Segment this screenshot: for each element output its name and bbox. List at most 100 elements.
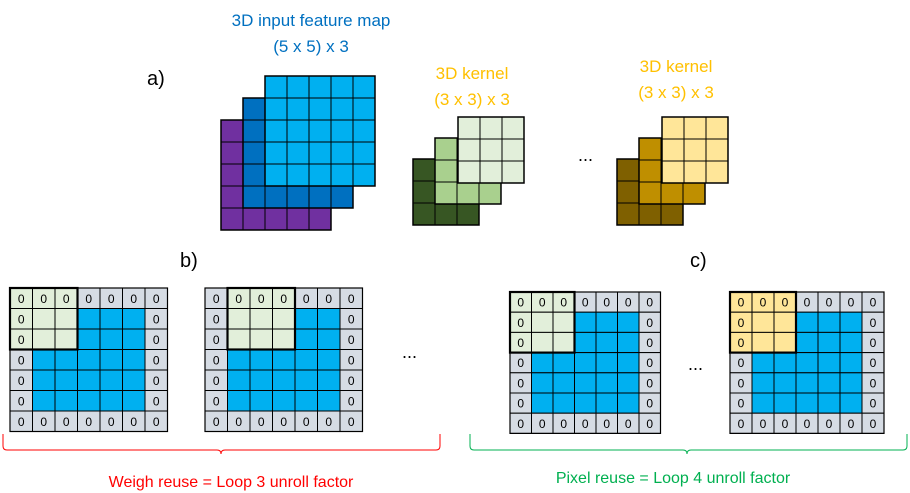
padding-zero: 0 (517, 356, 524, 370)
padding-zero: 0 (870, 417, 877, 431)
padding-zero: 0 (63, 415, 70, 429)
feature-cell (294, 349, 318, 371)
weight-reuse-caption: Weigh reuse = Loop 3 unroll factor (109, 474, 354, 491)
feature-cell (77, 369, 101, 391)
weight-reuse-ellipsis: ... (402, 342, 417, 362)
padding-zero: 0 (646, 316, 653, 330)
padding-zero: 0 (603, 417, 610, 431)
window-cell (272, 328, 296, 350)
feature-cell (574, 372, 597, 394)
padding-zero: 0 (213, 292, 220, 306)
window-cell (249, 328, 273, 350)
feature-cell (77, 349, 101, 371)
feature-cell (122, 390, 146, 412)
padding-zero: 0 (760, 296, 767, 310)
feature-cell (595, 352, 618, 374)
padding-zero: 0 (40, 292, 47, 306)
feature-cell (77, 328, 101, 350)
padding-zero: 0 (870, 316, 877, 330)
kernel-1-title-line1: 3D kernel (436, 64, 509, 83)
feature-cell (617, 311, 640, 333)
feature-cell (272, 349, 296, 371)
padding-zero: 0 (85, 415, 92, 429)
padding-zero: 0 (18, 312, 25, 326)
padding-zero: 0 (325, 292, 332, 306)
padding-zero: 0 (804, 417, 811, 431)
padding-zero: 0 (560, 296, 567, 310)
feature-cell (839, 311, 863, 333)
window-cell (552, 311, 575, 333)
feature-cell (617, 392, 640, 414)
padding-zero: 0 (646, 296, 653, 310)
feature-cell (272, 369, 296, 391)
feature-cell (249, 369, 273, 391)
green-kernel-layer-front (457, 116, 525, 184)
feature-cell (317, 328, 341, 350)
padding-zero: 0 (18, 333, 25, 347)
feature-cell (795, 372, 819, 394)
feature-cell (574, 352, 597, 374)
feature-cell (617, 372, 640, 394)
feature-cell (32, 349, 56, 371)
feature-cell (773, 352, 797, 374)
window-cell (32, 328, 56, 350)
padding-zero: 0 (738, 417, 745, 431)
padded-map-outline (9, 287, 169, 433)
feature-cell (122, 349, 146, 371)
padding-zero: 0 (738, 397, 745, 411)
padding-zero: 0 (646, 356, 653, 370)
window-cell (751, 311, 775, 333)
window-cell (227, 308, 251, 330)
label-c: c) (690, 250, 707, 272)
feature-cell (249, 390, 273, 412)
padding-zero: 0 (213, 312, 220, 326)
padding-zero: 0 (348, 415, 355, 429)
padded-map-outline (509, 291, 662, 434)
window-cell (773, 311, 797, 333)
feature-cell (595, 331, 618, 354)
padding-zero: 0 (517, 397, 524, 411)
padding-zero: 0 (213, 394, 220, 408)
window-cell (54, 328, 78, 350)
padding-zero: 0 (130, 415, 137, 429)
padding-zero: 0 (782, 417, 789, 431)
padding-zero: 0 (348, 353, 355, 367)
padding-zero: 0 (130, 292, 137, 306)
window-cell (531, 311, 554, 333)
feature-cell (317, 349, 341, 371)
feature-cell (773, 372, 797, 394)
padding-zero: 0 (870, 336, 877, 350)
padding-zero: 0 (18, 394, 25, 408)
kernel-ellipsis: ... (578, 145, 593, 165)
feature-cell (817, 311, 841, 333)
padding-zero: 0 (782, 296, 789, 310)
input-feature-map-stack (220, 75, 376, 231)
feature-cell (54, 349, 78, 371)
feature-cell (77, 390, 101, 412)
padding-zero: 0 (625, 417, 632, 431)
padding-zero: 0 (153, 374, 160, 388)
padding-zero: 0 (153, 292, 160, 306)
feature-cell (552, 372, 575, 394)
feature-cell (552, 352, 575, 374)
feature-cell (595, 311, 618, 333)
label-b: b) (180, 250, 198, 272)
feature-cell (531, 372, 554, 394)
padding-zero: 0 (325, 415, 332, 429)
feature-cell (32, 369, 56, 391)
padding-zero: 0 (18, 374, 25, 388)
padding-zero: 0 (646, 417, 653, 431)
feature-cell (99, 390, 123, 412)
padding-zero: 0 (153, 415, 160, 429)
feature-cell (99, 308, 123, 330)
padding-zero: 0 (804, 296, 811, 310)
feature-cell (317, 369, 341, 391)
padding-zero: 0 (517, 376, 524, 390)
feature-cell (817, 331, 841, 354)
input-map-title-line1: 3D input feature map (232, 11, 391, 30)
padding-zero: 0 (213, 374, 220, 388)
green-kernel-layer-front-fill (457, 116, 525, 184)
padding-zero: 0 (870, 376, 877, 390)
